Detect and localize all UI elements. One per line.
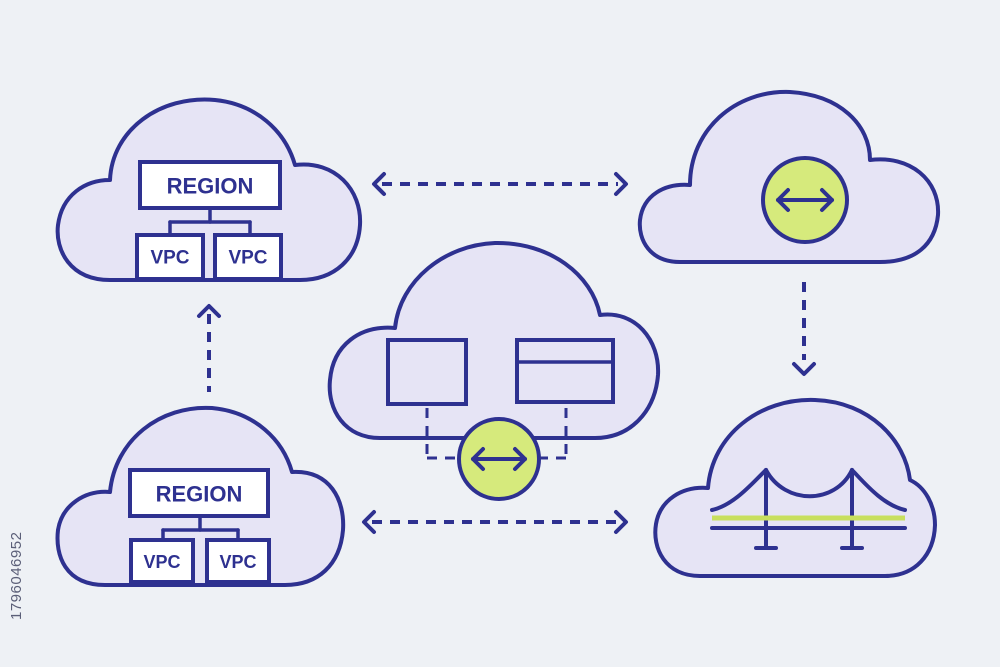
bidirectional-arrow-icon	[761, 156, 849, 244]
connector-left-up	[197, 304, 221, 392]
vpc-box	[213, 233, 283, 281]
connector-right-down	[792, 282, 816, 376]
vpc-box	[205, 538, 271, 584]
vpc-label: VPC	[219, 552, 256, 572]
cloud-region-top-left: REGION VPC VPC	[55, 97, 363, 282]
cloud-shape	[653, 397, 937, 578]
connector-bottom-bidirectional	[362, 510, 628, 534]
region-label: REGION	[167, 174, 254, 199]
bidirectional-arrow-icon	[457, 417, 541, 501]
bridge-icon	[710, 468, 907, 550]
cloud-bridge-bottom-right	[653, 397, 937, 578]
panel-box	[386, 338, 468, 406]
vpc-label: VPC	[150, 248, 189, 269]
cloud-center	[327, 240, 661, 501]
cloud-exchange-top-right	[637, 89, 941, 264]
region-box	[128, 468, 270, 518]
vpc-box	[135, 233, 205, 281]
connector-top-bidirectional	[372, 172, 628, 196]
region-box	[138, 160, 282, 210]
watermark-id: 1796046952	[8, 531, 25, 620]
vpc-label: VPC	[143, 552, 180, 572]
vpc-box	[129, 538, 195, 584]
cloud-region-bottom-left: REGION VPC VPC	[55, 405, 346, 587]
vpc-label: VPC	[228, 248, 267, 269]
region-label: REGION	[156, 482, 243, 507]
panel-box	[515, 338, 615, 404]
